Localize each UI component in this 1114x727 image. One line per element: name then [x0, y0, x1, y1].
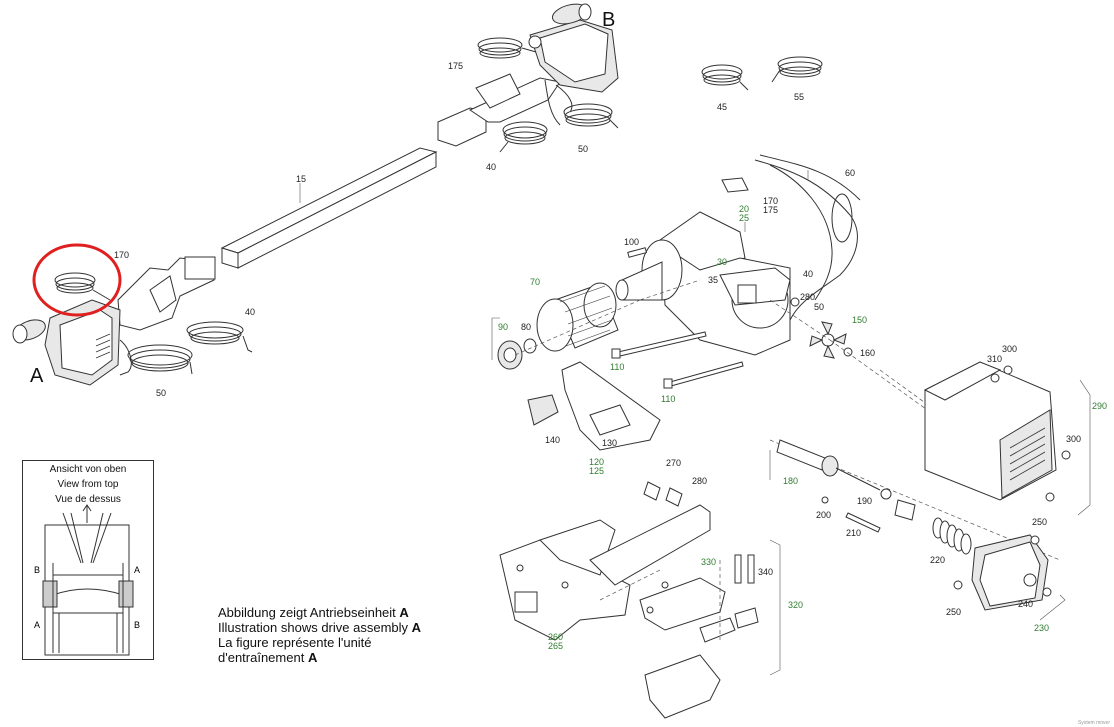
part-number: 125: [589, 466, 604, 476]
footer-text: System mover: [1078, 720, 1110, 726]
motor-cover: [923, 361, 1071, 502]
part-number: 40: [245, 307, 255, 317]
caption-line-fr2: d'entraînement A: [218, 650, 318, 665]
part-number: 250: [1032, 517, 1047, 527]
part-number: 200: [816, 510, 831, 520]
part-number: 20: [739, 204, 749, 214]
cross-tube: [220, 147, 438, 269]
part-number: 190: [857, 496, 872, 506]
drive-unit-a: [12, 243, 253, 386]
wire-coils-top: [701, 56, 823, 91]
inset-side-label: A: [134, 565, 140, 575]
part-number: 170: [114, 250, 129, 260]
part-number: 270: [666, 458, 681, 468]
part-number: 210: [846, 528, 861, 538]
part-number: 320: [788, 600, 803, 610]
part-number: 220: [930, 555, 945, 565]
part-number: 60: [845, 168, 855, 178]
inset-title-fr: Vue de dessus: [55, 494, 121, 505]
part-number: 250: [946, 607, 961, 617]
part-number: 130: [602, 438, 617, 448]
caption: Abbildung zeigt Antriebseinheit A Illust…: [218, 605, 421, 665]
part-number: 300: [1066, 434, 1081, 444]
part-number: 45: [717, 102, 727, 112]
part-number: 50: [814, 302, 824, 312]
part-number: 120: [589, 457, 604, 467]
inset-title-de: Ansicht von oben: [49, 464, 127, 475]
drive-unit-b: [437, 3, 619, 153]
mounting-bracket: [499, 481, 759, 719]
motor-assembly: [497, 154, 1061, 561]
part-number: 90: [498, 322, 508, 332]
inset-side-label: A: [34, 620, 40, 630]
part-number: 100: [624, 237, 639, 247]
part-number: 25: [739, 213, 749, 223]
caption-line-de: Abbildung zeigt Antriebseinheit A: [218, 605, 409, 620]
part-number: 55: [794, 92, 804, 102]
part-number: 240: [1018, 599, 1033, 609]
part-number: 160: [860, 348, 875, 358]
inset-side-label: B: [34, 565, 40, 575]
part-number: 280: [692, 476, 707, 486]
part-number: 290: [1092, 401, 1107, 411]
spindle-assembly: [776, 439, 1052, 611]
part-number: 30: [717, 257, 727, 267]
part-number: 15: [296, 174, 306, 184]
part-number: 340: [758, 567, 773, 577]
part-number: 280: [800, 292, 815, 302]
part-number: 310: [987, 354, 1002, 364]
top-view-inset: Ansicht von oben View from top Vue de de…: [22, 460, 154, 660]
inset-side-label: B: [134, 620, 140, 630]
part-number: 300: [1002, 344, 1017, 354]
highlight-circle: [32, 243, 122, 317]
part-number: 70: [530, 277, 540, 287]
part-number: 50: [578, 144, 588, 154]
part-number: 170: [763, 196, 778, 206]
part-number: 175: [448, 61, 463, 71]
part-number: 260: [548, 632, 563, 642]
part-number: 150: [852, 315, 867, 325]
part-number: 35: [708, 275, 718, 285]
part-number: 40: [803, 269, 813, 279]
top-view-drawing: B A A B: [34, 504, 140, 656]
assembly-b-label: B: [602, 9, 615, 31]
part-number: 180: [783, 476, 798, 486]
inset-title-en: View from top: [57, 479, 119, 490]
caption-line-fr1: La figure représente l'unité: [218, 635, 372, 650]
part-number: 265: [548, 641, 563, 651]
part-number: 230: [1034, 623, 1049, 633]
caption-line-en: Illustration shows drive assembly A: [218, 620, 422, 635]
assembly-a-label: A: [30, 365, 44, 387]
part-number: 80: [521, 322, 531, 332]
part-number: 330: [701, 557, 716, 567]
part-number: 110: [610, 362, 624, 372]
part-number: 40: [486, 162, 496, 172]
part-number: 110: [661, 394, 675, 404]
part-labels: A B 15 170 40 50 175 40 50 45 55 60 170 …: [30, 9, 1107, 651]
part-number: 175: [763, 205, 778, 215]
group-brackets: [491, 170, 1091, 676]
part-number: 140: [545, 435, 560, 445]
part-number: 50: [156, 388, 166, 398]
